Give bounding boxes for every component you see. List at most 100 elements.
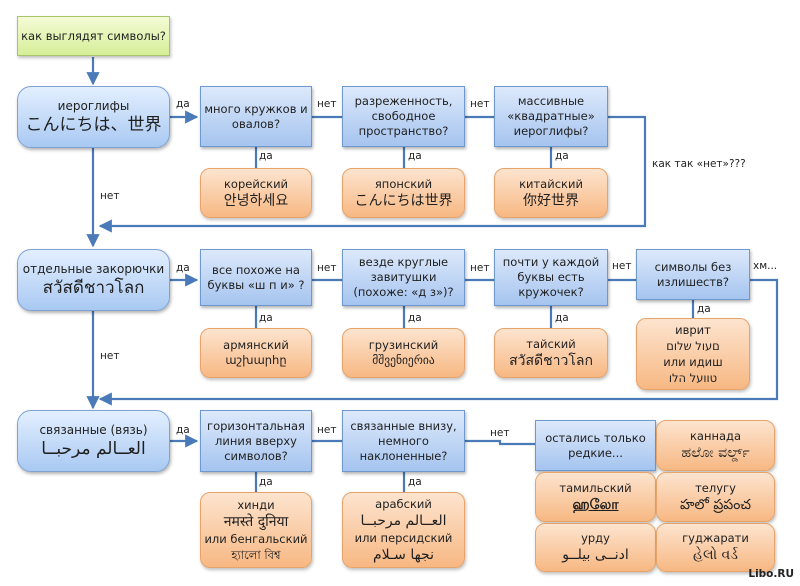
language-telugu: телугу హలో ప్రపంచ	[656, 472, 775, 522]
edge-label-yes: да	[259, 476, 273, 488]
start-label: как выглядят символы?	[21, 28, 166, 43]
edge-label-yes: да	[555, 312, 569, 324]
language-tamil: тамильский ஹலோ	[535, 472, 656, 522]
edge-label-yes: да	[259, 150, 273, 162]
edge-label-no: нет	[317, 262, 337, 274]
question-label: разреженность, свободное пространство?	[354, 94, 453, 138]
question-only-rare-left: остались только редкие...	[535, 420, 656, 471]
question-label: много кружков и овалов?	[204, 101, 308, 131]
language-armenian: армянский աշխարհը	[200, 328, 312, 378]
language-name: тайский	[526, 336, 576, 351]
language-sample: 你好世界	[523, 192, 579, 209]
language-sample: こんにちは世界	[354, 192, 453, 209]
edge-r3q2-q3	[465, 439, 535, 446]
language-urdu: урду ادنــی بیلــو	[535, 523, 656, 572]
language-hindi-bengali: хинди नमस्ते दुनिया или бенгальский হ্যা…	[200, 492, 312, 568]
language-gujarati: гуджарати હેલો વર્ડ	[656, 523, 775, 572]
language-sample: աշխարհը	[225, 353, 287, 367]
language-kannada: каннада ಹಲೋ ವರ್ಲ್ಡ್	[656, 420, 775, 471]
edge-label-no: нет	[612, 260, 632, 272]
question-label: связанные внизу, немного наклоненные?	[350, 418, 457, 463]
language-name: армянский	[223, 338, 289, 352]
category-connected-script: связанные (вязь) العــالم مرحبــا	[17, 410, 170, 472]
language-name-alt: или бенгальский	[204, 532, 308, 546]
language-sample-alt: טוועל הלו	[668, 371, 718, 385]
language-sample: მშვენიერია	[372, 353, 435, 367]
edge-label-no: нет	[317, 98, 337, 110]
edge-label-yes: да	[408, 150, 422, 162]
edge-label-no: нет	[490, 427, 510, 439]
edge-label-no: нет	[100, 190, 120, 202]
edge-r2q4-back	[98, 278, 779, 406]
language-name-alt: или идиш	[663, 355, 723, 369]
edge-label-no: нет	[317, 424, 337, 436]
edge-label-no: нет	[470, 262, 490, 274]
question-sparse-space: разреженность, свободное пространство?	[342, 86, 465, 147]
category-label: отдельные закорючки	[22, 261, 165, 276]
question-square-hieroglyphs: массивные «квадратные» иероглифы?	[494, 86, 608, 147]
language-sample: สวัสดีชาวโลก	[509, 352, 593, 369]
category-hieroglyphs: иероглифы こんにちは、世界	[17, 86, 170, 148]
language-sample: םעול שלום	[666, 339, 720, 353]
language-name: грузинский	[368, 338, 439, 352]
language-korean: корейский 안녕하세요	[200, 168, 312, 218]
language-sample: ادنــی بیلــو	[562, 547, 629, 563]
language-name: иврит	[675, 323, 711, 337]
language-name: японский	[374, 176, 433, 191]
language-sample: ಹಲೋ ವರ್ಲ್ಡ್	[681, 445, 750, 461]
question-label: символы без излишеств?	[654, 259, 732, 289]
language-name: телугу	[695, 480, 736, 495]
watermark: Libo.RU	[748, 568, 794, 580]
question-no-frills: символы без излишеств?	[636, 249, 750, 300]
language-chinese: китайский 你好世界	[494, 168, 608, 218]
question-round-curls: везде круглые завитушки (похоже: «д з»)?	[342, 249, 465, 306]
question-like-sh-p-i: все похоже на буквы «ш п и» ?	[200, 249, 312, 306]
edge-label-yes: да	[408, 312, 422, 324]
language-sample-alt: نجها سـلام	[373, 547, 434, 563]
language-name: хинди	[237, 498, 275, 512]
category-sample: สวัสดีชาวโลก	[42, 277, 145, 298]
question-label: горизонтальная линия вверху символов?	[207, 418, 305, 463]
question-label: массивные «квадратные» иероглифы?	[507, 94, 595, 138]
question-joined-below: связанные внизу, немного наклоненные?	[342, 410, 465, 472]
category-sample: こんにちは、世界	[25, 114, 162, 135]
category-sample: العــالم مرحبــا	[41, 438, 146, 459]
edge-label-yes: да	[697, 303, 711, 315]
edge-label-yes: да	[176, 424, 190, 436]
edge-label-no: нет	[100, 350, 120, 362]
category-label: связанные (вязь)	[39, 422, 148, 437]
language-name: тамильский	[559, 480, 632, 495]
language-sample: હેલો વર્ડ	[693, 547, 738, 563]
language-georgian: грузинский მშვენიერია	[342, 328, 465, 378]
language-name: гуджарати	[682, 531, 749, 545]
edge-label-no: нет	[470, 98, 490, 110]
language-name: китайский	[519, 176, 583, 191]
fallthrough-note-row2: хм...	[753, 260, 778, 272]
language-sample: नमस्ते दुनिया	[223, 514, 289, 530]
language-sample: హలో ప్రపంచ	[680, 496, 751, 513]
category-separate-glyphs: отдельные закорючки สวัสดีชาวโลก	[17, 249, 170, 311]
question-label: все похоже на буквы «ш п и» ?	[207, 262, 305, 292]
language-name-alt: или персидский	[354, 531, 453, 545]
language-name: арабский	[375, 497, 432, 511]
question-label: почти у каждой буквы есть кружочек?	[502, 255, 600, 299]
edge-label-yes: да	[555, 150, 569, 162]
edge-label-yes: да	[259, 312, 273, 324]
fallthrough-note-row1: как так «нет»???	[652, 158, 746, 170]
category-label: иероглифы	[57, 98, 130, 113]
language-sample: ஹலோ	[572, 496, 619, 513]
start-node: как выглядят символы?	[17, 16, 170, 56]
edge-label-yes: да	[408, 476, 422, 488]
language-sample-alt: হ্যালো বিশ্ব	[231, 548, 281, 562]
language-japanese: японский こんにちは世界	[342, 168, 465, 218]
language-name: урду	[581, 531, 610, 545]
question-label: остались только редкие...	[545, 430, 646, 460]
question-top-line: горизонтальная линия вверху символов?	[200, 410, 312, 472]
question-circle-on-letters: почти у каждой буквы есть кружочек?	[494, 249, 608, 306]
language-name: каннада	[689, 429, 742, 443]
language-sample: العــالم مرحبــا	[360, 513, 447, 529]
language-thai: тайский สวัสดีชาวโลก	[494, 328, 608, 378]
edge-label-yes: да	[176, 98, 190, 110]
